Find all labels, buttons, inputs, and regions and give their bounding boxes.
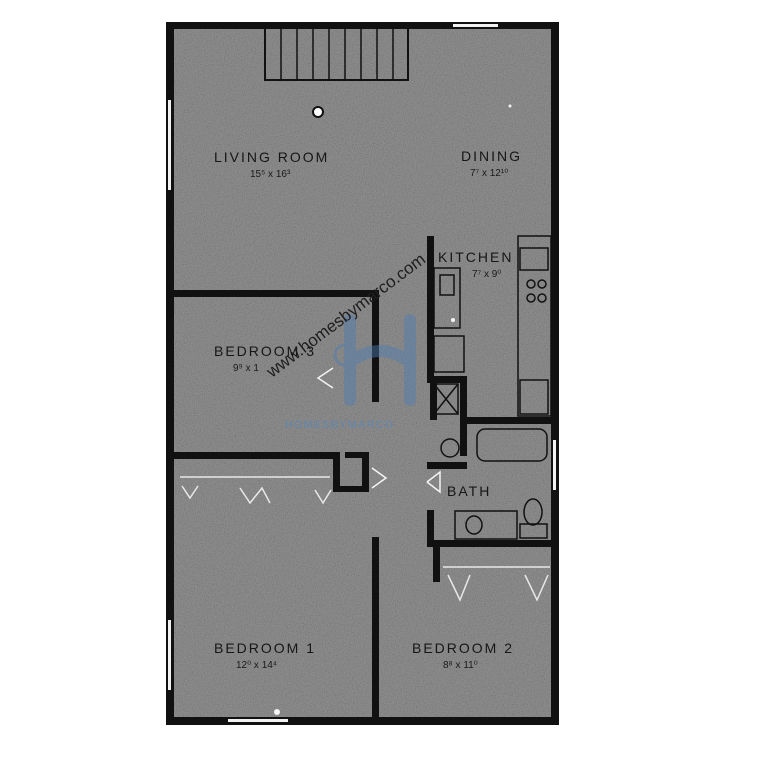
kitchen-dims: 7⁷ x 9⁰: [472, 269, 501, 280]
floor-area: [170, 26, 555, 724]
bedroom-3-label: BEDROOM 3: [214, 343, 316, 359]
door-swings: [316, 367, 441, 494]
bedroom-1-dims: 12⁰ x 14⁴: [236, 660, 277, 671]
bedroom-3-dims: 9⁹ x 1: [233, 363, 259, 374]
dining-dims: 7⁷ x 12¹⁰: [470, 168, 508, 179]
living-room-dims: 15⁵ x 16³: [250, 169, 291, 180]
bath-fixtures: [440, 428, 548, 540]
bedroom-1-label: BEDROOM 1: [214, 640, 316, 656]
watermark-h-icon: [344, 314, 416, 406]
outlet-marks: [274, 104, 512, 715]
ceiling-light-icon: [312, 106, 324, 118]
watermark-brand: HOMESBYMARCO: [285, 419, 394, 431]
bedroom-2-label: BEDROOM 2: [412, 640, 514, 656]
windows: [168, 24, 556, 722]
kitchen-fixtures: [433, 235, 552, 417]
dining-label: DINING: [461, 148, 522, 164]
stairs: [264, 27, 409, 81]
bedroom-2-dims: 8⁸ x 11⁰: [443, 660, 478, 671]
closet-doors: [180, 476, 550, 602]
living-room-label: LIVING ROOM: [214, 149, 329, 165]
watermark-logo: [333, 314, 416, 406]
kitchen-label: KITCHEN: [438, 249, 513, 265]
bath-label: BATH: [447, 483, 491, 499]
exterior-walls: [166, 22, 559, 725]
